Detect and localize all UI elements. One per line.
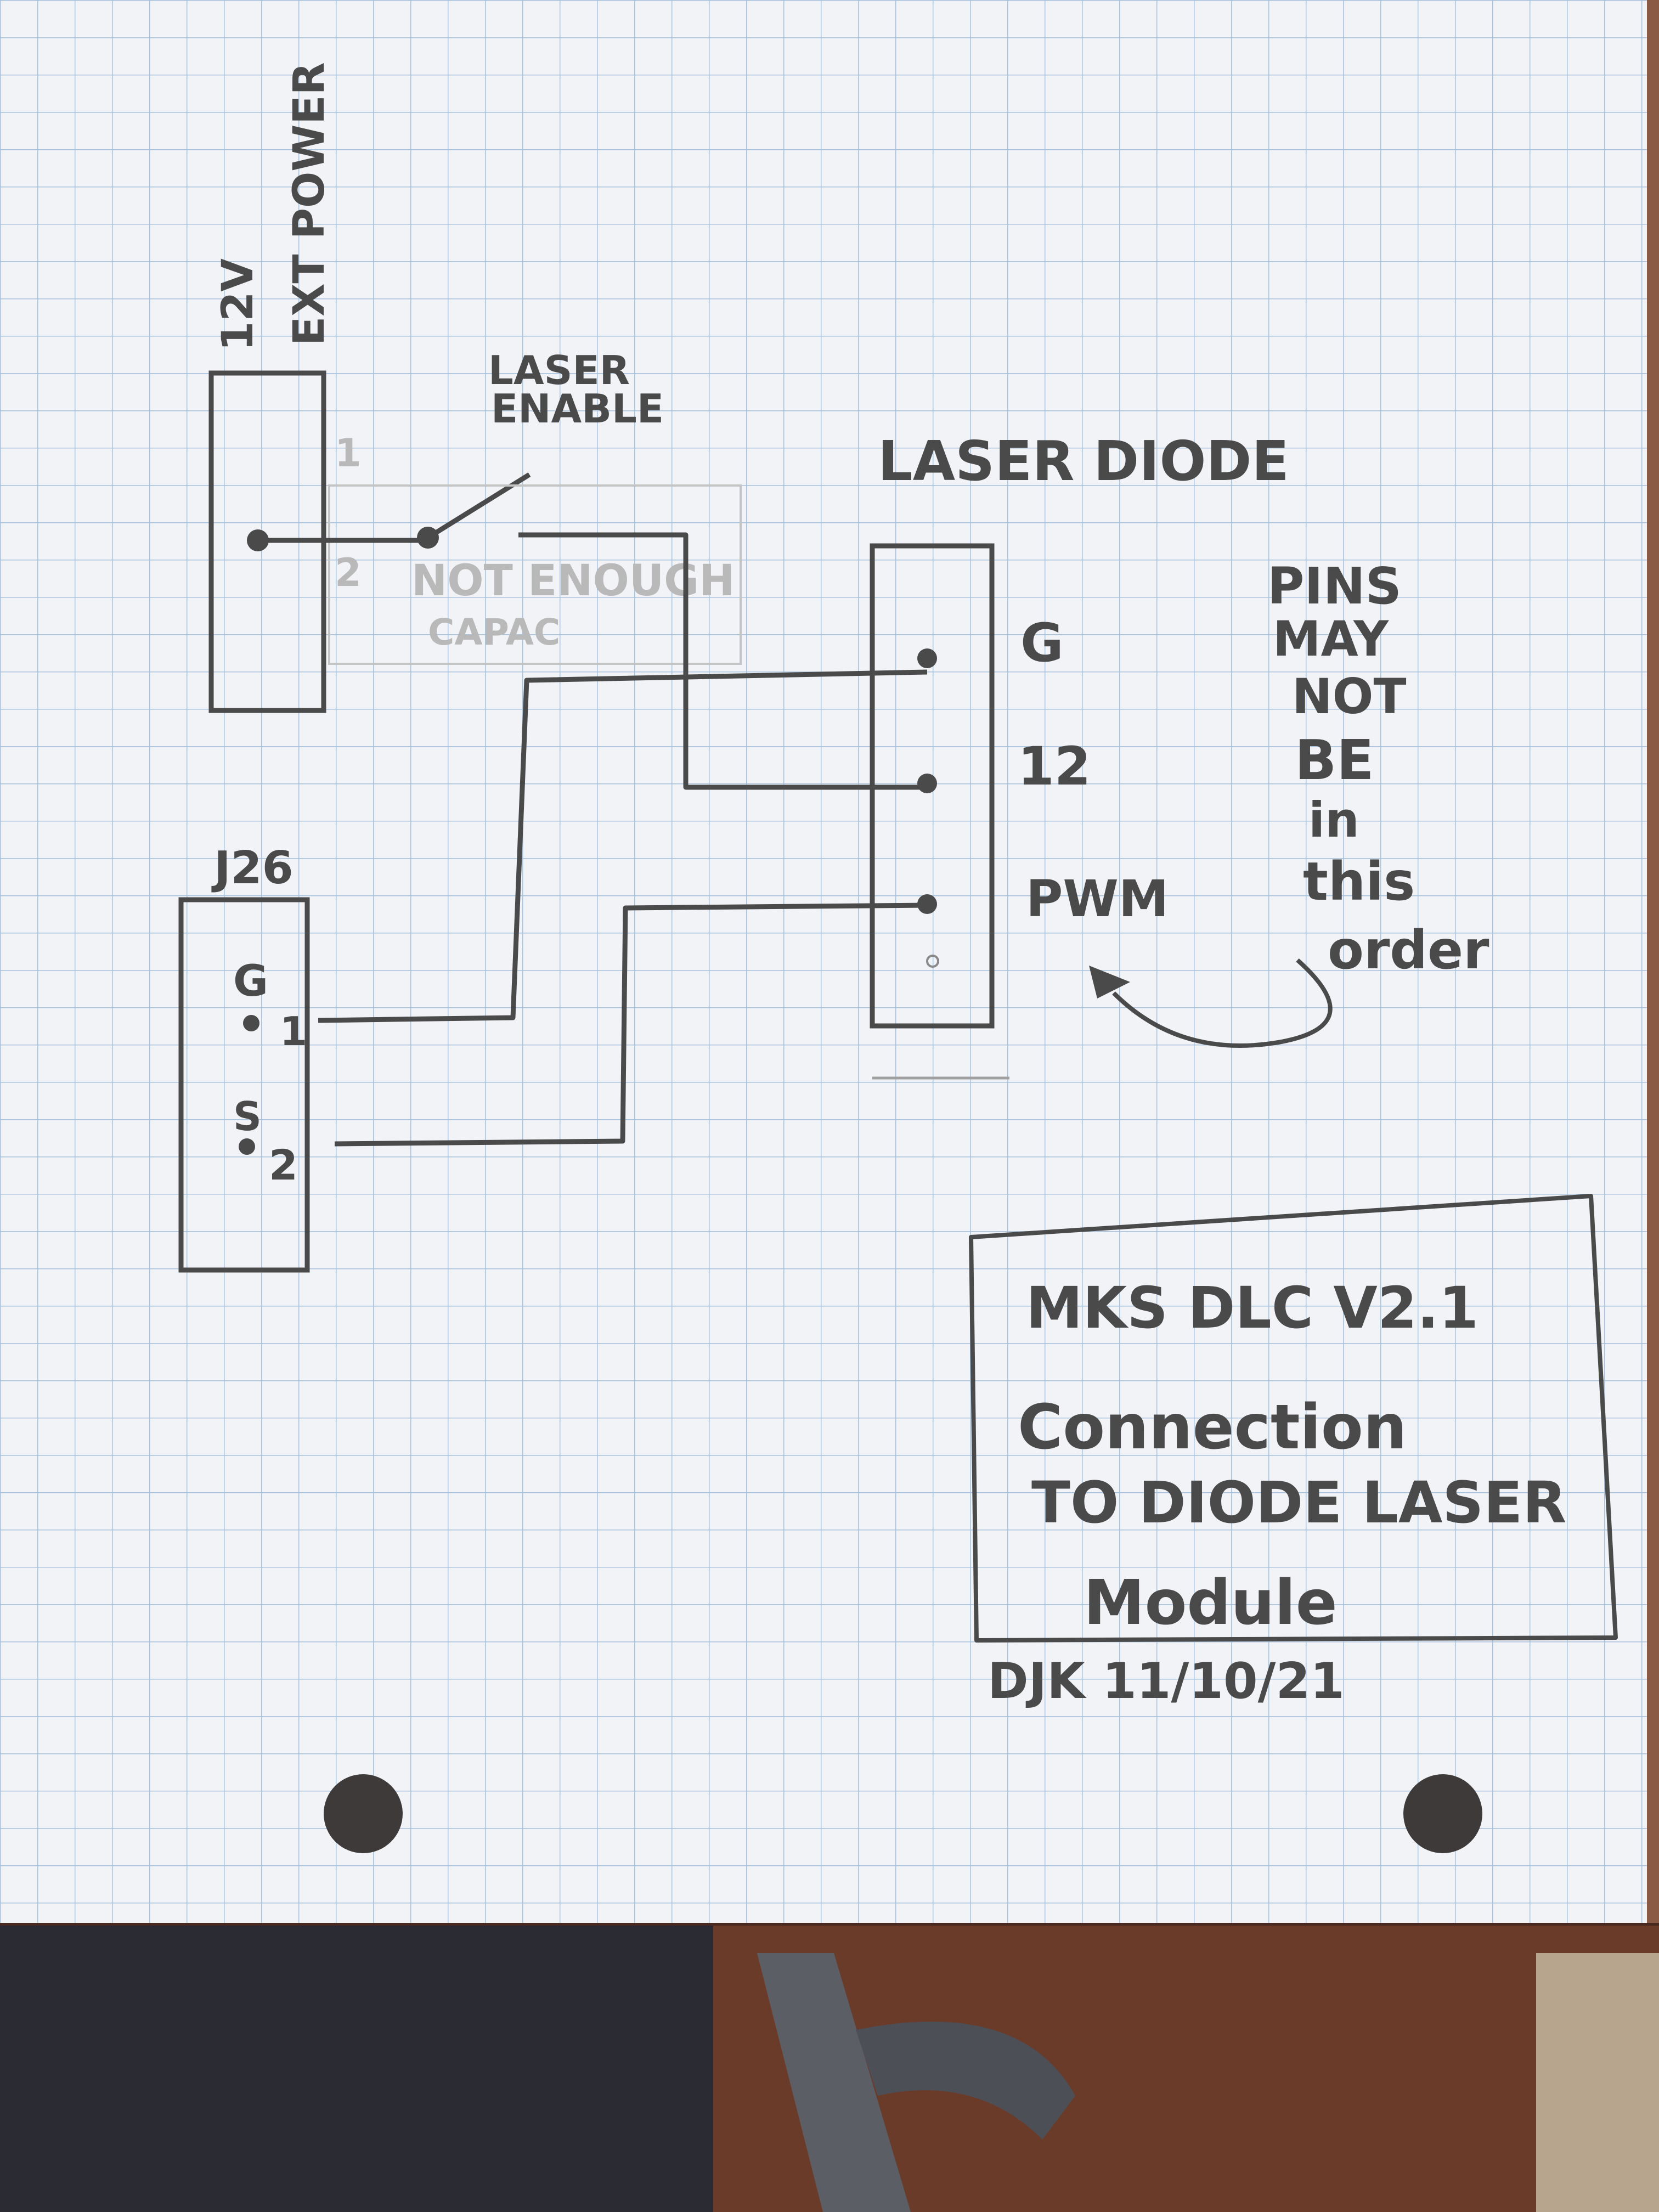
binder-hole-left bbox=[324, 1774, 403, 1853]
power-label-ext-power: EXT POWER bbox=[285, 62, 334, 346]
side-note-line-3: NOT bbox=[1292, 668, 1406, 725]
signature: DJK 11/10/21 bbox=[988, 1652, 1345, 1710]
power-pin-1-label: 1 bbox=[335, 431, 362, 476]
j26-label: J26 bbox=[211, 842, 294, 894]
crossed-out-box bbox=[328, 484, 742, 665]
switch-label-enable: ENABLE bbox=[491, 386, 664, 432]
title-line-1: MKS DLC V2.1 bbox=[1026, 1274, 1479, 1341]
crossed-out-line2: CAPAC bbox=[428, 611, 560, 653]
power-label-12v: 12V bbox=[213, 258, 263, 351]
title-block: MKS DLC V2.1 Connection TO DIODE LASER M… bbox=[969, 1194, 1618, 1710]
diode-pin-12-label: 12 bbox=[1018, 736, 1091, 797]
diode-pin-pwm-label: PWM bbox=[1026, 870, 1169, 928]
side-note-line-1: PINS bbox=[1267, 557, 1402, 616]
j26-pin-2-label: 2 bbox=[269, 1141, 298, 1189]
diode-pin-12-dot bbox=[917, 774, 937, 793]
crossed-out-line1: NOT ENOUGH bbox=[411, 556, 735, 606]
title-line-2: Connection bbox=[1018, 1392, 1407, 1463]
power-pin-2-label: 2 bbox=[335, 550, 362, 595]
laser-diode-body bbox=[870, 543, 995, 1029]
side-note-line-6: this bbox=[1303, 851, 1415, 912]
j26-pin-s-label: S bbox=[233, 1093, 262, 1139]
paper-right-edge bbox=[1647, 0, 1659, 1923]
j26-pin-g-label: G bbox=[233, 957, 268, 1006]
side-note-line-5: in bbox=[1308, 792, 1359, 848]
j26-pin-1-dot bbox=[243, 1015, 259, 1031]
chair-arm bbox=[856, 2022, 1075, 2140]
note-curve-arrow bbox=[1112, 958, 1333, 1048]
j26-body bbox=[178, 897, 310, 1273]
wire-switch-to-12 bbox=[518, 532, 927, 790]
power-connector: 12V EXT POWER 1 2 bbox=[208, 62, 362, 713]
side-note-line-7: order bbox=[1328, 919, 1489, 981]
binder-hole-right bbox=[1403, 1774, 1482, 1853]
laser-diode-connector: LASER DIODE G 12 PWM bbox=[870, 429, 1289, 1080]
side-note-line-2: MAY bbox=[1273, 611, 1389, 667]
diode-pin-g-label: G bbox=[1020, 612, 1064, 674]
title-line-3: TO DIODE LASER bbox=[1031, 1469, 1566, 1536]
side-note: PINS MAY NOT BE in this order bbox=[1089, 557, 1489, 1048]
crossed-out-note: NOT ENOUGH CAPAC bbox=[328, 484, 742, 665]
title-line-4: Module bbox=[1084, 1567, 1338, 1639]
title-block-border bbox=[969, 1194, 1618, 1643]
diode-pin-pwm-dot bbox=[917, 894, 937, 914]
switch-label-laser: LASER bbox=[488, 347, 630, 393]
wire-j26-s-to-diode-pwm bbox=[334, 902, 928, 1147]
laser-diode-title: LASER DIODE bbox=[878, 429, 1289, 493]
arrow-head bbox=[1089, 966, 1130, 998]
diode-pin-4-dot bbox=[926, 955, 939, 968]
j26-pin-2-dot bbox=[239, 1138, 255, 1155]
chair-shape bbox=[757, 1953, 911, 2212]
graph-grid bbox=[0, 0, 1659, 1923]
side-note-line-4: BE bbox=[1295, 728, 1374, 792]
j26-connector: J26 G 1 S 2 bbox=[178, 842, 310, 1273]
wire-j26-g-to-diode-g bbox=[318, 669, 928, 1023]
j26-pin-1-label: 1 bbox=[280, 1008, 307, 1054]
diode-pin-g-dot bbox=[917, 648, 937, 668]
carpet bbox=[1536, 1953, 1659, 2212]
